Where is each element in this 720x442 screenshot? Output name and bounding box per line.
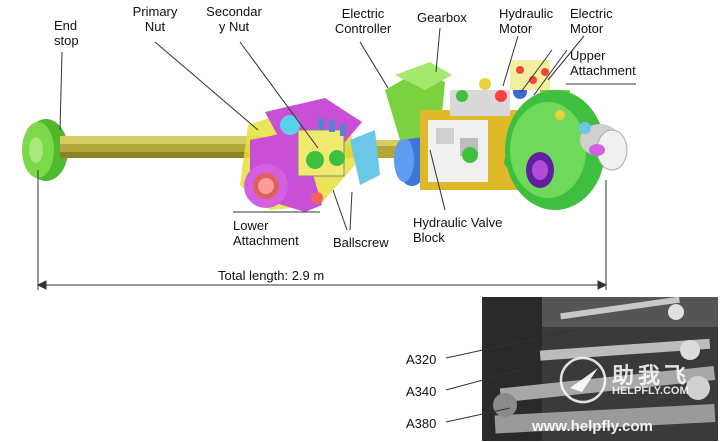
end-stop-label: End stop: [54, 18, 79, 48]
lower-attachment-label: Lower Attachment: [233, 218, 299, 248]
photo-label-a340: A340: [406, 384, 437, 399]
upper-attachment-label: Upper Attachment: [570, 48, 636, 78]
photo-label-a380: A380: [406, 416, 437, 431]
hydraulic-motor-label: Hydraulic Motor: [499, 6, 554, 36]
photo-leader-lines: [445, 329, 576, 423]
primary-nut-label: Primary Nut: [132, 4, 178, 34]
ballscrew-label: Ballscrew: [333, 235, 389, 250]
photo-label-a320: A320: [406, 352, 437, 367]
watermark-brand-en: HELPFLY.COM: [612, 385, 689, 397]
aircraft-actuator-photo: [482, 296, 718, 441]
nut-assembly: [240, 98, 380, 212]
watermark-logo: [559, 356, 607, 404]
secondary-nut-label: Secondar y Nut: [206, 4, 262, 34]
electric-motor-label: Electric Motor: [570, 6, 613, 36]
total-length-dimension: [36, 170, 608, 290]
hydraulic-valve-block-label: Hydraulic Valve Block: [413, 215, 503, 245]
watermark-url: www.helpfly.com: [532, 418, 653, 435]
total-length-label: Total length: 2.9 m: [218, 268, 325, 283]
upper-attachment: [505, 90, 628, 210]
gearbox-label: Gearbox: [417, 10, 467, 25]
gearbox-motor-body: [385, 60, 570, 190]
end-stop-disc: [22, 119, 68, 181]
leader-lines: [59, 27, 636, 231]
watermark-brand-cn: 助我飞: [612, 363, 691, 388]
electric-controller-label: Electric Controller: [334, 6, 392, 36]
